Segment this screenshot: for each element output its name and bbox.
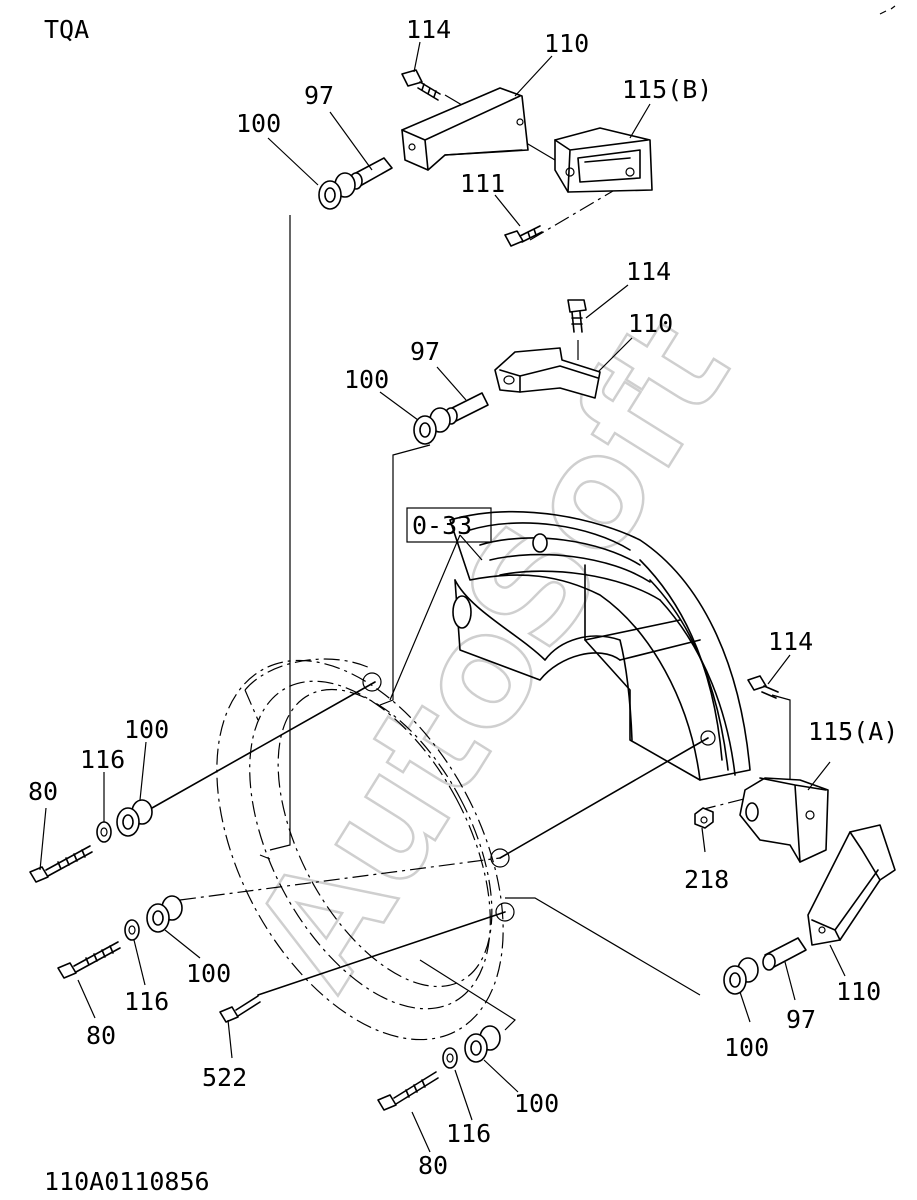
bolt-114-mid [567, 299, 587, 333]
reference-box: 0-33 [406, 507, 492, 543]
callout-80: 80 [28, 777, 58, 806]
grommet-100-top [318, 172, 356, 210]
bracket-110-right [807, 824, 896, 946]
svg-text:0-33: 0-33 [412, 511, 472, 540]
bottom-fastener-group [377, 1025, 501, 1111]
callout-100: 100 [514, 1089, 559, 1118]
callout-110: 110 [628, 309, 673, 338]
callout-100: 100 [344, 365, 389, 394]
callout-100: 100 [236, 109, 281, 138]
callout-114: 114 [406, 15, 451, 44]
fan-shroud-ring [216, 658, 515, 1041]
callout-114: 114 [768, 627, 813, 656]
spacer-97-mid [444, 392, 489, 425]
washer-116-bottom [442, 1047, 458, 1069]
callout-97: 97 [304, 81, 334, 110]
callout-97: 97 [786, 1005, 816, 1034]
callout-218: 218 [684, 865, 729, 894]
callout-100: 100 [724, 1033, 769, 1062]
spacer-97-right [762, 937, 807, 971]
bolt-114-right [747, 675, 779, 699]
grommet-100-mid [413, 407, 451, 445]
callout-labels: 114 110 115(B) 97 100 111 114 110 97 100… [28, 15, 898, 1180]
nut-218 [694, 807, 714, 829]
bracket-110-mid [494, 347, 601, 399]
washer-116-left2 [124, 919, 140, 941]
callout-115b: 115(B) [622, 75, 712, 104]
mount-115a [739, 777, 829, 863]
rubber-mount-115b [554, 127, 653, 193]
callout-100: 100 [186, 959, 231, 988]
drawing-number: 110A0110856 [44, 1167, 210, 1196]
header-code: TQA [44, 15, 89, 44]
left-upper-fastener-group [29, 799, 153, 883]
callout-80: 80 [86, 1021, 116, 1050]
bolt-80-left [29, 845, 93, 883]
watermark: AutoSoft [219, 290, 764, 1017]
callout-522: 522 [202, 1063, 247, 1092]
right-mount-group [694, 675, 896, 995]
grommet-100-left [116, 799, 153, 837]
left-lower-fastener-group [57, 895, 261, 1023]
callout-115a: 115(A) [808, 717, 898, 746]
bolt-80-left2 [57, 941, 121, 979]
callout-116: 116 [80, 745, 125, 774]
corner-mark [879, 5, 896, 15]
fan-guard-segment [449, 510, 751, 781]
bolt-80-bottom [377, 1071, 439, 1111]
top-mount-group [318, 69, 653, 247]
svg-text:AutoSoft: AutoSoft [220, 291, 763, 1016]
callout-116: 116 [124, 987, 169, 1016]
grommet-100-left2 [146, 895, 183, 933]
grommet-100-bottom [464, 1025, 501, 1063]
callout-110: 110 [544, 29, 589, 58]
bolt-111 [504, 225, 543, 247]
callout-leaders [39, 41, 846, 1153]
callout-116: 116 [446, 1119, 491, 1148]
grommet-100-right [723, 957, 759, 995]
callout-114: 114 [626, 257, 671, 286]
callout-110: 110 [836, 977, 881, 1006]
spacer-97-top [349, 157, 393, 190]
callout-97: 97 [410, 337, 440, 366]
callout-111: 111 [460, 169, 505, 198]
bolt-522 [219, 995, 261, 1023]
washer-116-left [96, 821, 112, 843]
callout-80: 80 [418, 1151, 448, 1180]
callout-100: 100 [124, 715, 169, 744]
bolt-114-top [401, 69, 441, 101]
middle-mount-group [413, 299, 601, 445]
